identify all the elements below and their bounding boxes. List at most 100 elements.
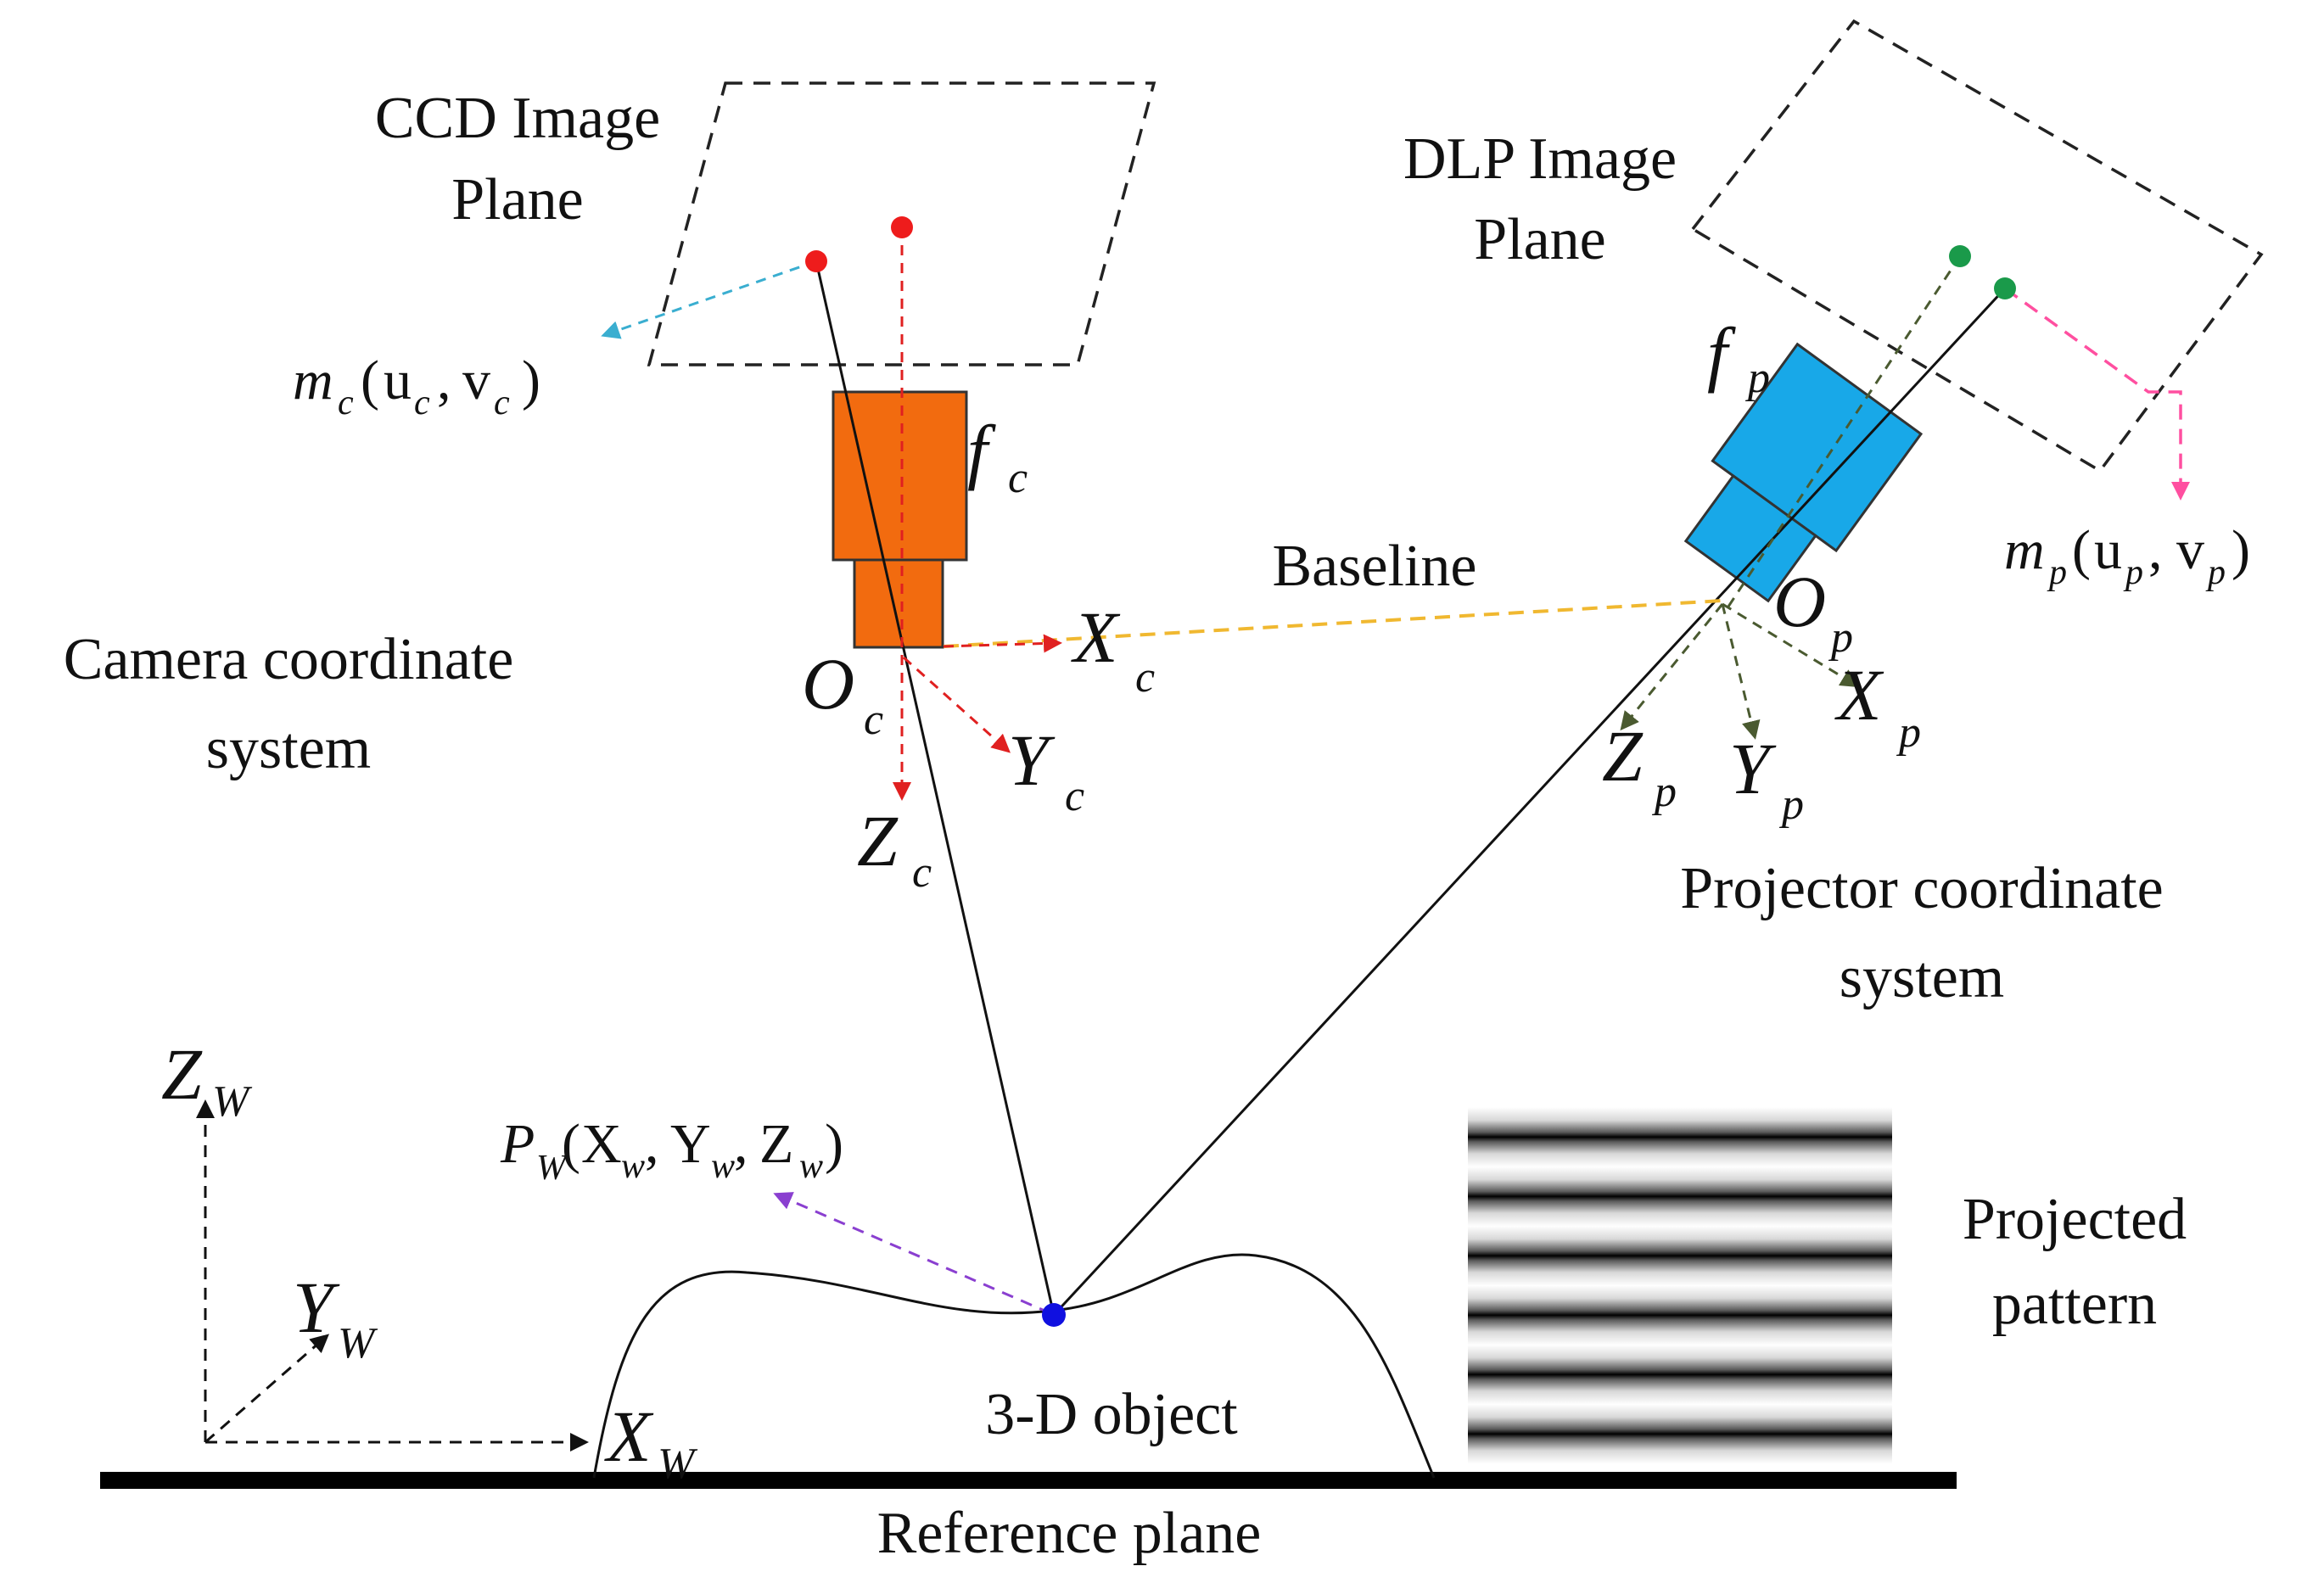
camera-ray: [815, 260, 1056, 1316]
camera-focal-symbol: f: [967, 410, 996, 491]
world-y-axis: [204, 1334, 330, 1444]
object-label: 3-D object: [985, 1382, 1238, 1447]
camera-focal-sub: c: [1008, 454, 1028, 502]
pattern-stripe: [1468, 1166, 1892, 1227]
world-z-axis-symbol: Z: [161, 1033, 203, 1115]
camera-system-label-line1: Camera coordinate: [64, 627, 514, 692]
pattern-stripe: [1468, 1285, 1892, 1345]
wp-open: (: [562, 1113, 580, 1175]
projector-x-axis-sub: p: [1896, 708, 1921, 757]
wp-close: ): [825, 1113, 843, 1175]
world-y-axis-sub: W: [338, 1319, 378, 1368]
projector-z-axis-sub: p: [1651, 768, 1677, 816]
baseline-line: [943, 599, 1723, 648]
projector-focal-symbol: f: [1707, 312, 1736, 394]
ccd-plane-label-line1: CCD Image: [375, 86, 660, 151]
wp-x: X: [581, 1113, 622, 1175]
cam-v-sub: c: [494, 383, 510, 422]
camera-x-axis-symbol: X: [1071, 596, 1121, 678]
world-x-axis-symbol: X: [604, 1396, 654, 1477]
projector-z-axis-symbol: Z: [1602, 715, 1644, 797]
proj-comma: ,: [2148, 519, 2163, 581]
proj-u: u: [2094, 519, 2122, 581]
projected-pattern: [1468, 1107, 1892, 1464]
camera-image-point-arrow: [601, 260, 817, 339]
wp-y: Y: [670, 1113, 711, 1175]
projector-system-label-line2: system: [1840, 945, 2004, 1010]
cam-open: (: [361, 350, 379, 411]
camera-system-label-line2: system: [206, 716, 371, 781]
wp-z-sub: w: [799, 1147, 823, 1186]
camera-body: [832, 390, 968, 649]
camera-z-axis-sub: c: [912, 848, 932, 897]
camera-z-axis-symbol: Z: [857, 800, 899, 881]
wp-y-sub: w: [711, 1147, 735, 1186]
projector-focal-sub: p: [1744, 354, 1770, 402]
cam-m: m: [293, 350, 333, 411]
wp-c2: ,: [734, 1113, 748, 1175]
camera-origin-symbol: O: [802, 643, 854, 724]
projected-pattern-label-line1: Projected: [1963, 1187, 2187, 1252]
projector-image-point-arrow: [2003, 287, 2190, 501]
proj-close: ): [2232, 519, 2250, 581]
projector-x-axis-arrow: [1722, 602, 1860, 688]
projector-y-axis-sub: p: [1778, 780, 1804, 829]
proj-open: (: [2072, 519, 2091, 581]
projector-image-point: [1994, 277, 2016, 299]
camera-image-point: [805, 250, 827, 272]
dlp-plane-label-line1: DLP Image: [1403, 126, 1677, 192]
proj-v-sub: p: [2205, 553, 2226, 592]
projector-origin-sub: p: [1828, 613, 1853, 662]
projector-system-label-line1: Projector coordinate: [1680, 856, 2164, 921]
camera-x-axis-arrow: [943, 634, 1062, 653]
projected-pattern-label-line2: pattern: [1992, 1272, 2157, 1337]
reference-plane-label: Reference plane: [877, 1501, 1262, 1566]
projector-y-axis-arrow: [1721, 603, 1761, 740]
projector-z-axis-arrow: [1620, 603, 1724, 731]
wp-x-sub: w: [621, 1147, 645, 1186]
cam-u-sub: c: [414, 383, 430, 422]
wp-z: Z: [759, 1113, 793, 1175]
projector-origin-symbol: O: [1773, 561, 1826, 642]
ccd-plane-label-line2: Plane: [451, 167, 584, 232]
projector-x-axis-symbol: X: [1834, 654, 1884, 736]
cam-m-sub: c: [338, 383, 354, 422]
projector-body: [1683, 342, 1924, 603]
object-point: [1042, 1303, 1066, 1327]
pattern-stripe: [1468, 1345, 1892, 1405]
camera-principal-point: [891, 216, 913, 238]
camera-x-axis-sub: c: [1135, 653, 1155, 702]
world-x-axis-sub: W: [658, 1440, 698, 1488]
proj-u-sub: p: [2123, 553, 2143, 592]
baseline-label: Baseline: [1272, 534, 1476, 599]
camera-y-axis-arrow: [903, 656, 1011, 753]
ccd-image-plane: [647, 81, 1156, 366]
dlp-plane-label-line2: Plane: [1474, 207, 1606, 272]
wp-p-sub: W: [536, 1149, 569, 1188]
wp-c1: ,: [645, 1113, 659, 1175]
world-point-label: P W ( X w , Y w , Z w ): [500, 1113, 843, 1188]
camera-image-point-label: m c ( u c , v c ): [293, 350, 540, 422]
projector-ray: [1052, 287, 2007, 1317]
wp-p: P: [500, 1113, 535, 1175]
pattern-stripe: [1468, 1404, 1892, 1464]
pattern-stripe: [1468, 1107, 1892, 1167]
projector-image-point-label: m p ( u p , v p ): [2004, 519, 2250, 592]
projector-y-axis-symbol: Y: [1729, 728, 1777, 809]
proj-m: m: [2004, 519, 2045, 581]
world-z-axis-sub: W: [212, 1077, 253, 1126]
proj-v: v: [2176, 519, 2204, 581]
projector-principal-point: [1949, 245, 1971, 267]
proj-m-sub: p: [2047, 553, 2067, 592]
cam-comma: ,: [437, 350, 451, 411]
camera-y-axis-sub: c: [1065, 772, 1084, 820]
cam-u: u: [384, 350, 412, 411]
pattern-stripe: [1468, 1226, 1892, 1286]
world-y-axis-symbol: Y: [293, 1267, 340, 1348]
camera-origin-sub: c: [864, 696, 883, 744]
reference-plane-bar: [100, 1472, 1957, 1489]
camera-y-axis-symbol: Y: [1008, 719, 1056, 801]
cam-close: ): [522, 350, 540, 411]
dlp-image-plane: [1690, 19, 2264, 473]
